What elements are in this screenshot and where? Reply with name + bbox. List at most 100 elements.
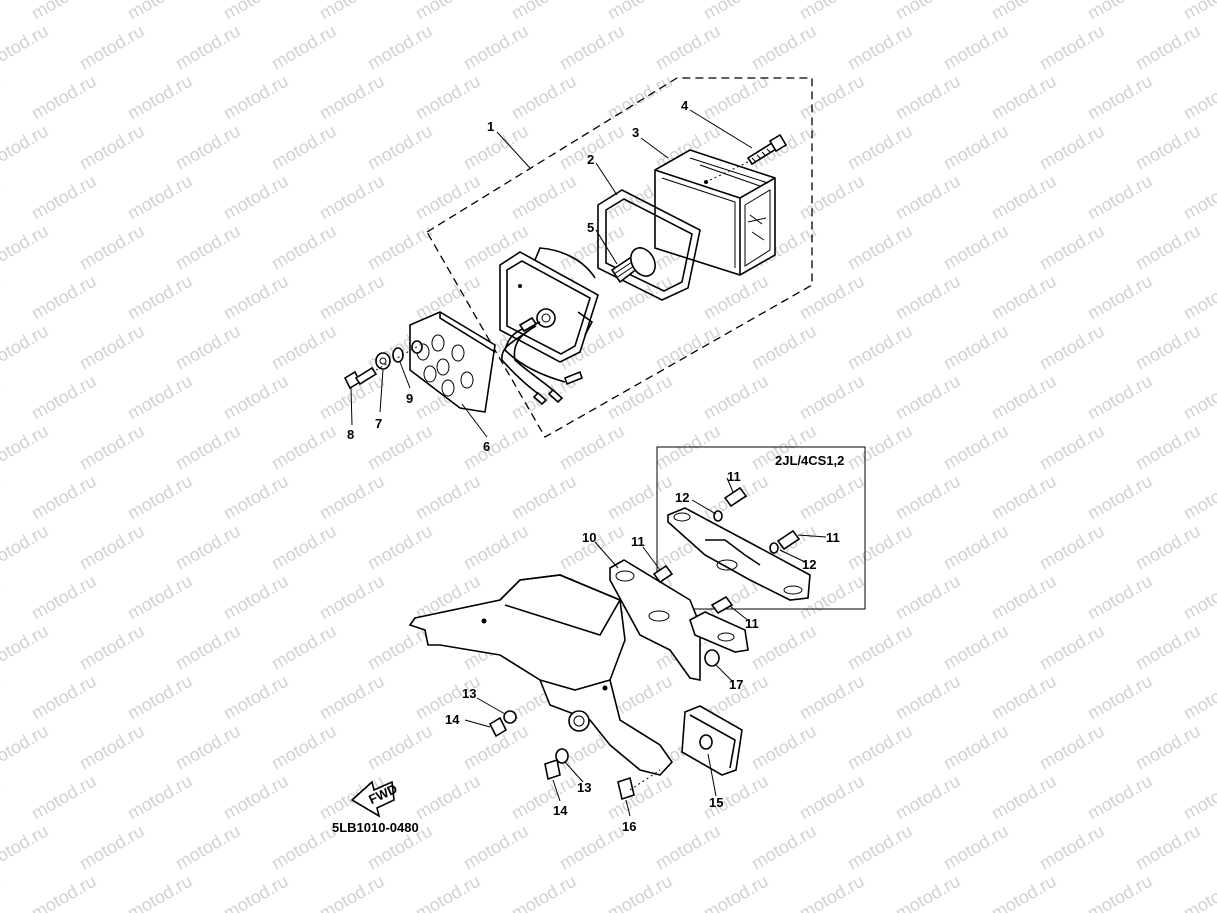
bolt-8[interactable] <box>343 366 378 390</box>
inset-washer-lower[interactable] <box>769 542 779 554</box>
watermark-text: motod.ru <box>124 671 196 724</box>
watermark-text: motod.ru <box>892 0 964 23</box>
watermark-text: motod.ru <box>412 71 484 124</box>
watermark-text: motod.ru <box>1180 871 1217 913</box>
watermark-text: motod.ru <box>364 721 436 774</box>
watermark-text: motod.ru <box>268 521 340 574</box>
watermark-text: motod.ru <box>124 871 196 913</box>
bolt-11-right[interactable] <box>710 595 734 615</box>
nut-14-lower[interactable] <box>544 758 561 781</box>
watermark-text: motod.ru <box>0 371 4 424</box>
callout-7: 7 <box>375 416 382 431</box>
callout-11-inset-lower: 11 <box>826 530 840 545</box>
reflector[interactable] <box>681 705 743 776</box>
callout-15: 15 <box>709 795 723 810</box>
diagram-code: 5LB1010-0480 <box>332 820 419 835</box>
watermark-text: motod.ru <box>172 721 244 774</box>
watermark-text: motod.ru <box>988 771 1060 824</box>
watermark-text: motod.ru <box>508 0 580 23</box>
watermark-text: motod.ru <box>604 71 676 124</box>
watermark-text: motod.ru <box>988 871 1060 913</box>
watermark-text: motod.ru <box>1084 571 1156 624</box>
fwd-arrow-icon: FWD <box>350 780 400 818</box>
watermark-text: motod.ru <box>940 321 1012 374</box>
inset-bolt-upper[interactable] <box>723 486 748 508</box>
watermark-text: motod.ru <box>796 371 868 424</box>
fender-bracket[interactable] <box>408 574 674 776</box>
watermark-text: motod.ru <box>892 871 964 913</box>
watermark-text: motod.ru <box>0 621 52 674</box>
watermark-text: motod.ru <box>1036 221 1108 274</box>
callout-14-upper: 14 <box>445 712 460 727</box>
lens-housing[interactable] <box>654 149 776 276</box>
watermark-text: motod.ru <box>412 271 484 324</box>
watermark-text: motod.ru <box>268 421 340 474</box>
lens-gasket[interactable] <box>597 189 701 301</box>
watermark-text: motod.ru <box>844 821 916 874</box>
watermark-text: motod.ru <box>172 821 244 874</box>
watermark-text: motod.ru <box>796 0 868 23</box>
watermark-text: motod.ru <box>1084 871 1156 913</box>
watermark-text: motod.ru <box>1180 771 1217 824</box>
watermark-text: motod.ru <box>316 571 388 624</box>
watermark-text: motod.ru <box>940 721 1012 774</box>
watermark-text: motod.ru <box>172 521 244 574</box>
watermark-text: motod.ru <box>1036 521 1108 574</box>
watermark-text: motod.ru <box>268 21 340 74</box>
bolt-11-left[interactable] <box>652 564 674 584</box>
watermark-text: motod.ru <box>844 721 916 774</box>
watermark-text: motod.ru <box>1132 21 1204 74</box>
nut-16[interactable] <box>617 776 635 801</box>
bracket-stay[interactable] <box>609 559 701 681</box>
callout-11-stay: 11 <box>631 534 645 549</box>
watermark-text: motod.ru <box>316 271 388 324</box>
washer-13-lower[interactable] <box>555 748 569 764</box>
mounting-plate[interactable] <box>409 311 496 413</box>
lens-screw[interactable] <box>746 133 788 166</box>
watermark-text: motod.ru <box>220 271 292 324</box>
watermark-text: motod.ru <box>0 121 52 174</box>
watermark-text: motod.ru <box>1180 671 1217 724</box>
watermark-text: motod.ru <box>940 421 1012 474</box>
watermark-text: motod.ru <box>700 871 772 913</box>
watermark-text: motod.ru <box>220 371 292 424</box>
watermark-text: motod.ru <box>124 71 196 124</box>
variant-note: 2JL/4CS1,2 <box>775 453 844 468</box>
watermark-text: motod.ru <box>1084 471 1156 524</box>
watermark-text: motod.ru <box>508 771 580 824</box>
watermark-text: motod.ru <box>0 271 4 324</box>
watermark-text: motod.ru <box>1036 21 1108 74</box>
watermark-text: motod.ru <box>1132 221 1204 274</box>
collar[interactable] <box>411 340 423 354</box>
watermark-text: motod.ru <box>28 71 100 124</box>
watermark-text: motod.ru <box>0 21 52 74</box>
inset-bolt-lower[interactable] <box>776 529 801 551</box>
nut-14-upper[interactable] <box>488 716 508 738</box>
washer-7[interactable] <box>375 352 391 370</box>
watermark-text: motod.ru <box>460 521 532 574</box>
watermark-text: motod.ru <box>76 121 148 174</box>
bulb[interactable] <box>610 244 660 284</box>
watermark-text: motod.ru <box>172 121 244 174</box>
washer-13-upper[interactable] <box>503 710 517 724</box>
watermark-text: motod.ru <box>988 0 1060 23</box>
inset-bracket[interactable] <box>667 507 811 601</box>
watermark-text: motod.ru <box>76 621 148 674</box>
nut-17[interactable] <box>704 649 720 667</box>
watermark-text: motod.ru <box>0 221 52 274</box>
inset-washer-upper[interactable] <box>713 510 723 522</box>
watermark-text: motod.ru <box>364 21 436 74</box>
watermark-text: motod.ru <box>652 821 724 874</box>
side-bracket[interactable] <box>689 611 749 653</box>
watermark-text: motod.ru <box>652 21 724 74</box>
watermark-text: motod.ru <box>892 771 964 824</box>
watermark-text: motod.ru <box>892 571 964 624</box>
watermark-text: motod.ru <box>124 471 196 524</box>
callout-3: 3 <box>632 125 639 140</box>
watermark-text: motod.ru <box>220 0 292 23</box>
watermark-text: motod.ru <box>0 321 52 374</box>
watermark-text: motod.ru <box>1180 571 1217 624</box>
watermark-text: motod.ru <box>1132 321 1204 374</box>
watermark-text: motod.ru <box>1180 371 1217 424</box>
